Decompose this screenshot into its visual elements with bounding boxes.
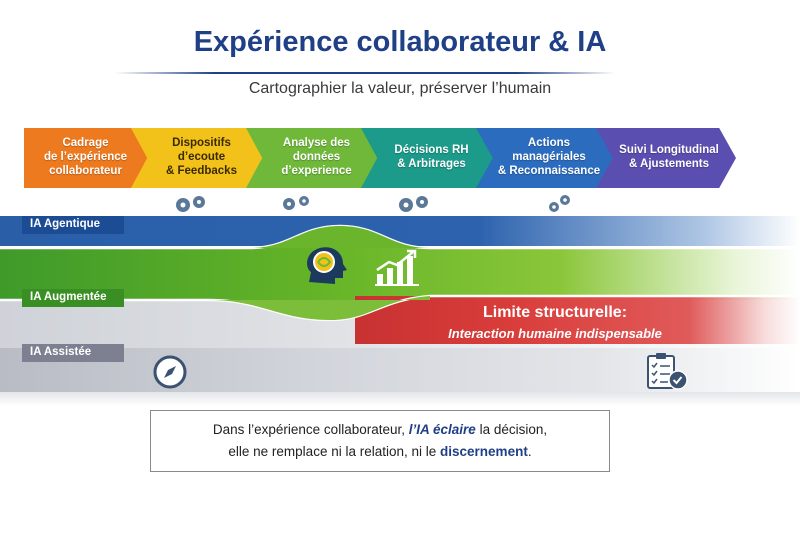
step-label: Cadrage de l’expérience collaborateur [43, 137, 128, 177]
gears-icon [283, 196, 309, 210]
limit-subtitle: Interaction humaine indispensable [448, 326, 662, 341]
step-label: Analyse des données d’experience [281, 137, 352, 177]
step-label: Décisions RH & Arbitrages [394, 144, 469, 170]
step-suivi: Suivi Longitudinal & Ajustements [596, 128, 736, 188]
step-actions: Actions managériales & Reconnaissance [476, 128, 616, 188]
note-emphasis: discernement [440, 443, 528, 459]
level-augmentee-label: IA Augmentée [22, 289, 124, 307]
step-label: Actions managériales & Reconnaissance [497, 137, 601, 177]
title-divider [115, 72, 615, 74]
level-agentique-label: IA Agentique [22, 216, 124, 234]
note-line-1: Dans l’expérience collaborateur, l’IA éc… [151, 419, 609, 441]
step-cadrage: Cadrage de l’expérience collaborateur [24, 128, 151, 188]
page-subtitle: Cartographier la valeur, préserver l’hum… [248, 80, 552, 97]
brain-head-icon [307, 247, 347, 284]
summary-note: Dans l’expérience collaborateur, l’IA éc… [150, 410, 610, 472]
step-label: Suivi Longitudinal & Ajustements [619, 144, 719, 170]
band-shadow [0, 392, 800, 406]
growth-chart-icon [375, 249, 419, 286]
note-text: la décision, [479, 422, 548, 437]
compass-icon [153, 355, 187, 389]
level-assistee-label: IA Assistée [22, 344, 124, 362]
note-emphasis: l’IA éclaire [408, 422, 476, 437]
note-line-2: elle ne remplace ni la relation, ni le d… [151, 441, 609, 463]
band-limite [355, 296, 800, 344]
note-text: elle ne remplace ni la relation, ni le [228, 443, 437, 459]
step-decisions: Décisions RH & Arbitrages [361, 128, 496, 188]
step-analyse: Analyse des données d’experience [246, 128, 381, 188]
checklist-icon [647, 353, 688, 390]
page-title: Expérience collaborateur & IA [193, 26, 607, 58]
gears-icon [176, 196, 205, 212]
structural-limit: Limite structurelle: Interaction humaine… [430, 304, 680, 341]
process-steps: Cadrage de l’expérience collaborateur Di… [24, 128, 736, 188]
note-text: Dans l’expérience collaborateur, [212, 422, 405, 437]
limit-title: Limite structurelle: [482, 304, 628, 321]
note-text: . [527, 443, 532, 459]
step-label: Dispositifs d’ecoute & Feedbacks [166, 137, 237, 177]
step-dispositifs: Dispositifs d’ecoute & Feedbacks [131, 128, 266, 188]
gears-icon [399, 196, 428, 212]
band-agentique [0, 216, 800, 246]
gears-icon [549, 195, 570, 212]
